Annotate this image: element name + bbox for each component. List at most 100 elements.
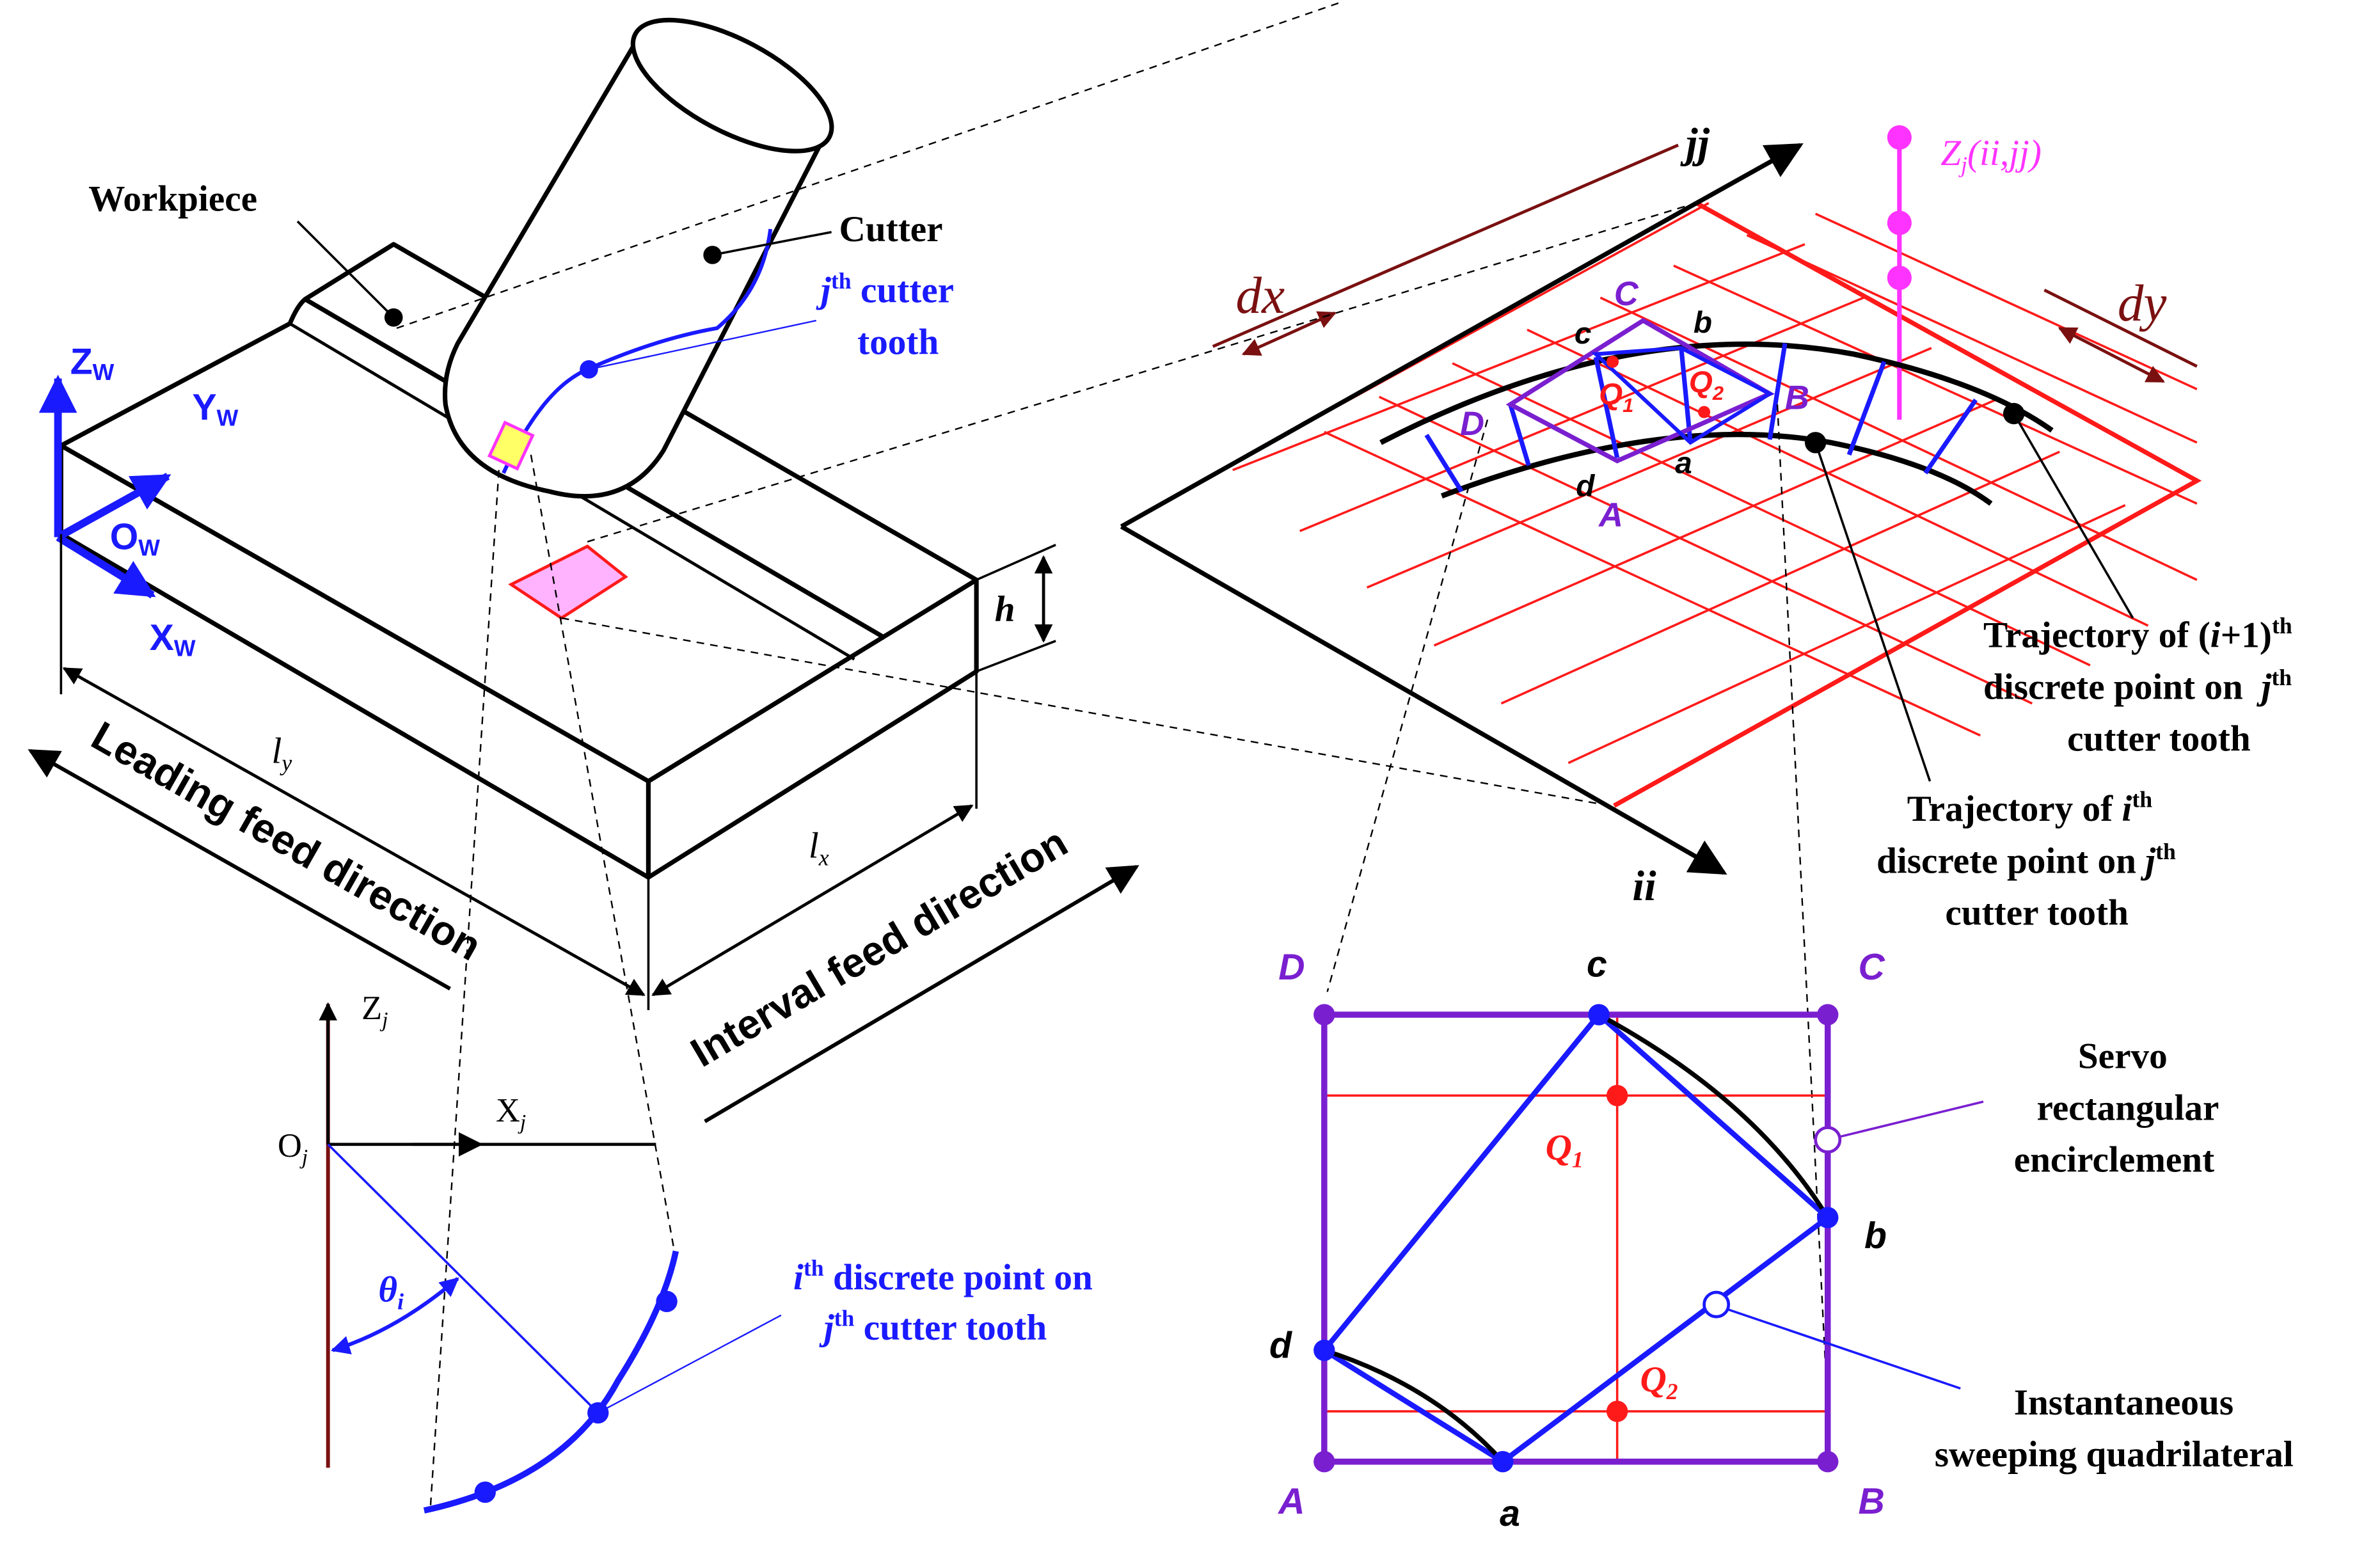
tooth-strokes	[1424, 343, 1978, 493]
q1-big-label: Q1	[1546, 1128, 1583, 1173]
q2-big-label: Q2	[1640, 1359, 1678, 1404]
servo-label-1: Servo	[2078, 1036, 2168, 1077]
servo-label-3: encirclement	[2014, 1140, 2215, 1180]
radius-line	[327, 1143, 599, 1414]
ow-label: OW	[110, 517, 161, 561]
q2-small-label: Q2	[1689, 365, 1724, 404]
d-small: d	[1576, 469, 1595, 503]
zj-label: Zj	[361, 990, 388, 1032]
cutter-leader	[712, 230, 832, 257]
b-big: b	[1864, 1216, 1887, 1256]
h-ext-bottom	[976, 640, 1056, 673]
traj-i1-leader	[2013, 413, 2134, 619]
inst-leader	[1726, 1308, 1961, 1390]
zj-point-1	[1887, 125, 1912, 150]
ii-axis	[1120, 524, 1727, 875]
oj-label: Oj	[278, 1127, 308, 1169]
D-small: D	[1460, 406, 1484, 443]
h-ext-top	[976, 543, 1056, 582]
servo-leader	[1839, 1100, 1984, 1138]
yellow-patch	[487, 420, 535, 471]
c-small: c	[1575, 317, 1592, 351]
workpiece-block	[58, 242, 979, 880]
grid-black-border	[1120, 201, 1698, 529]
inst-label-1: Instantaneous	[2014, 1383, 2233, 1423]
dx-label: dx	[1236, 267, 1285, 324]
zw-label: ZW	[70, 342, 115, 386]
traj-i1-label-1: Trajectory of (i+1)th	[1983, 613, 2292, 655]
B-small: B	[1785, 379, 1809, 416]
q1-small	[1606, 355, 1619, 368]
yw-label: YW	[192, 387, 238, 431]
a-big: a	[1500, 1493, 1520, 1534]
A-big: A	[1277, 1481, 1305, 1522]
C-small: C	[1614, 276, 1639, 313]
workpiece-label: Workpiece	[88, 178, 257, 219]
inst-label-2: sweeping quadrilateral	[1935, 1434, 2294, 1475]
grid-border	[1613, 201, 2202, 808]
trajectory-outer	[1379, 341, 2054, 445]
ii-label: ii	[1633, 863, 1657, 910]
jj-axis	[1695, 143, 1804, 205]
world-axes	[38, 374, 171, 599]
jth-cutter-tooth-label: jth cutter	[816, 268, 954, 310]
sweep-quad	[1320, 1011, 1832, 1465]
traj-i1-label-2: discrete point on jth	[1983, 665, 2292, 707]
d-big: d	[1269, 1326, 1292, 1367]
cutter-body	[442, 17, 834, 499]
dy-label: dy	[2118, 274, 2168, 332]
sweep-quad-small	[1591, 345, 1774, 445]
arc-da	[1323, 1348, 1505, 1464]
leading-feed-arrow	[28, 749, 451, 991]
dy-arrow	[2058, 326, 2165, 383]
lx-label: lx	[809, 825, 829, 870]
xw-label: XW	[150, 617, 196, 662]
servo-label-2: rectangular	[2036, 1088, 2219, 1129]
ly-label: ly	[271, 731, 292, 776]
traj-i1-label-3: cutter tooth	[2067, 719, 2251, 759]
jj-label: jj	[1680, 120, 1710, 167]
lx-dimension-arrow	[651, 804, 974, 997]
tooth-point-dot	[580, 360, 598, 379]
A-small: A	[1598, 497, 1623, 534]
trajectory-inner	[1440, 431, 1993, 506]
ly-dimension-arrow	[62, 667, 646, 997]
arc-point-1	[474, 1481, 496, 1503]
arc-point-3	[656, 1290, 678, 1313]
arc-cb	[1598, 1012, 1830, 1219]
D-big: D	[1278, 947, 1305, 988]
zj-point-3	[1887, 265, 1912, 290]
traj-i-label-3: cutter tooth	[1945, 892, 2129, 933]
C-big: C	[1858, 947, 1885, 988]
b-small: b	[1694, 306, 1712, 340]
ith-point-leader	[598, 1314, 782, 1414]
pink-patch	[508, 544, 628, 620]
zj-point-2	[1887, 210, 1912, 235]
ith-point-label-2: jth cutter tooth	[819, 1306, 1047, 1348]
ith-point-label-1: ith discrete point on	[793, 1255, 1093, 1297]
tooth-leader	[589, 319, 817, 370]
enlarged-cell	[1313, 1004, 1842, 1473]
tooth-arc	[423, 1250, 679, 1514]
interval-feed-label: Interval feed direction	[683, 819, 1075, 1076]
jth-cutter-tooth-label-2: tooth	[857, 322, 939, 363]
workpiece-leader	[296, 220, 395, 319]
projection-lines-right	[561, 205, 1829, 1412]
c-big: c	[1587, 944, 1607, 985]
a-small: a	[1675, 447, 1692, 480]
traj-i-label-2: discrete point on jth	[1876, 839, 2176, 881]
B-big: B	[1858, 1481, 1884, 1522]
q1-small-label: Q1	[1599, 377, 1633, 416]
traj-i-label-1: Trajectory of ith	[1907, 787, 2153, 829]
h-label: h	[995, 589, 1015, 630]
servo-rect	[1321, 1011, 1831, 1465]
cutter-tooth-curve	[502, 228, 773, 474]
theta-label: θi	[378, 1269, 404, 1314]
interval-feed-arrow	[704, 865, 1139, 1123]
traj-i-leader	[1814, 442, 1932, 782]
workpiece-dot	[384, 308, 403, 327]
xj-label: Xj	[496, 1092, 526, 1134]
discretized-grid	[1120, 143, 2202, 875]
